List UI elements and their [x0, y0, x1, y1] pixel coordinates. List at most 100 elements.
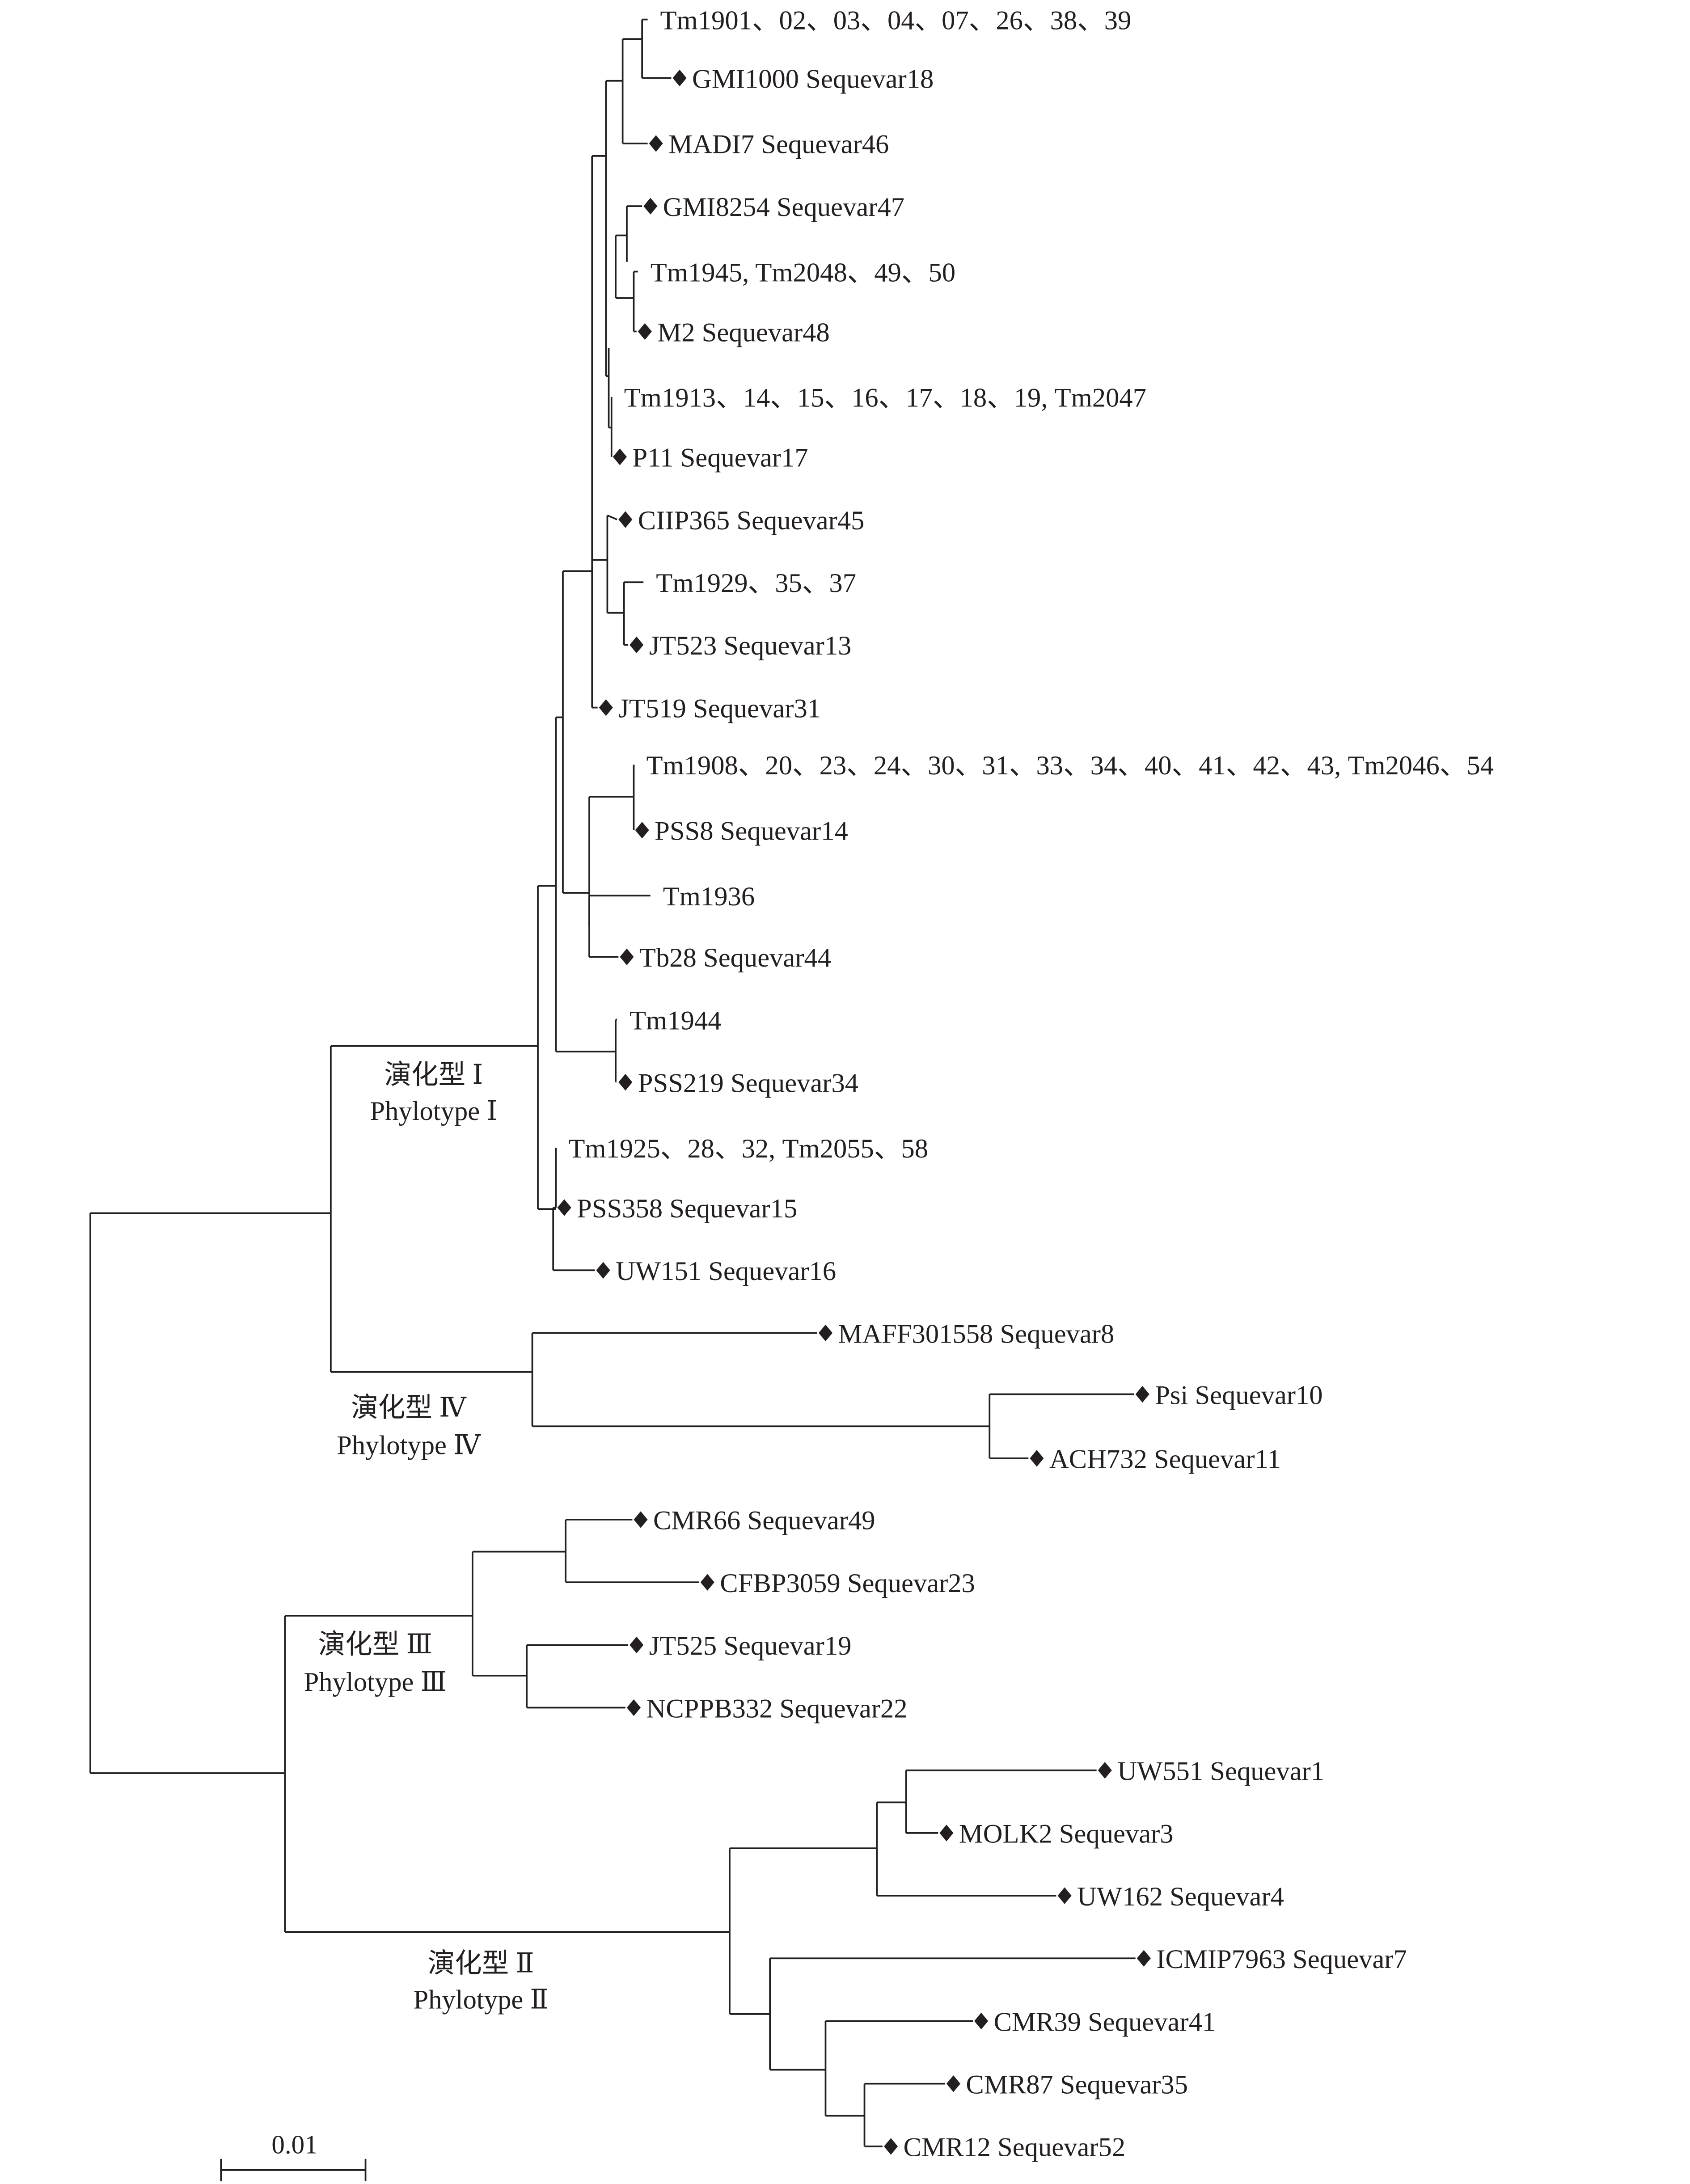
leaf-l13: Tm1908、20、23、24、30、31、33、34、40、41、42、43,… — [646, 751, 1494, 781]
leaf-label: CMR87 Sequevar35 — [966, 2070, 1188, 2100]
leaf-l20: PSS358 Sequevar15 — [557, 1194, 797, 1224]
leaf-l6: M2 Sequevar48 — [638, 317, 830, 347]
reference-strain-diamond-icon — [974, 2012, 989, 2030]
reference-strain-diamond-icon — [1030, 1450, 1044, 1467]
clade-labels: 演化型 Ⅰ Phylotype Ⅰ 演化型 Ⅳ Phylotype Ⅳ 演化型 … — [304, 1060, 549, 2015]
leaf-l9: CIIP365 Sequevar45 — [618, 506, 864, 536]
clade-label-phylotype-1-en: Phylotype Ⅰ — [370, 1096, 497, 1126]
leaf-label: Tm1936 — [663, 882, 755, 912]
leaf-l32: ICMIP7963 Sequevar7 — [1137, 1944, 1407, 1974]
leaf-l8: P11 Sequevar17 — [613, 443, 808, 473]
leaf-l28: NCPPB332 Sequevar22 — [626, 1694, 908, 1724]
tree-branch — [607, 514, 617, 520]
reference-strain-diamond-icon — [1137, 1950, 1151, 1967]
leaf-label: M2 Sequevar48 — [657, 317, 829, 347]
leaf-l27: JT525 Sequevar19 — [630, 1631, 851, 1661]
reference-strain-diamond-icon — [618, 511, 633, 528]
reference-strain-diamond-icon — [638, 323, 652, 340]
leaf-label: GMI8254 Sequevar47 — [663, 192, 904, 222]
reference-strain-diamond-icon — [596, 1262, 610, 1279]
leaf-l12: JT519 Sequevar31 — [599, 693, 821, 723]
clade-label-phylotype-2-zh: 演化型 Ⅱ — [427, 1948, 534, 1978]
leaf-l24: ACH732 Sequevar11 — [1030, 1445, 1281, 1474]
leaf-l4: GMI8254 Sequevar47 — [643, 192, 904, 222]
leaf-label: CMR66 Sequevar49 — [653, 1506, 875, 1536]
leaf-label: UW162 Sequevar4 — [1077, 1882, 1284, 1912]
leaf-label: P11 Sequevar17 — [632, 443, 808, 473]
leaf-l33: CMR39 Sequevar41 — [974, 2007, 1216, 2037]
leaf-l22: MAFF301558 Sequevar8 — [818, 1319, 1114, 1349]
leaf-l30: MOLK2 Sequevar3 — [939, 1819, 1174, 1849]
clade-label-phylotype-3-zh: 演化型 Ⅲ — [318, 1630, 432, 1660]
leaf-l16: Tb28 Sequevar44 — [620, 943, 831, 973]
leaf-label: Tm1944 — [630, 1005, 721, 1035]
leaf-l21: UW151 Sequevar16 — [596, 1256, 836, 1286]
scale-bar: 0.01 — [220, 2129, 367, 2181]
clade-label-phylotype-4-zh: 演化型 Ⅳ — [351, 1393, 467, 1423]
leaf-l14: PSS8 Sequevar14 — [635, 816, 848, 846]
leaf-label: MAFF301558 Sequevar8 — [838, 1319, 1114, 1349]
reference-strain-diamond-icon — [635, 822, 649, 839]
reference-strain-diamond-icon — [620, 948, 634, 965]
leaf-label: CIIP365 Sequevar45 — [638, 506, 865, 536]
reference-strain-diamond-icon — [634, 1511, 648, 1528]
reference-strain-diamond-icon — [599, 699, 613, 716]
leaf-label: PSS8 Sequevar14 — [655, 816, 848, 846]
reference-strain-diamond-icon — [1057, 1887, 1072, 1904]
reference-strain-diamond-icon — [630, 1636, 644, 1654]
reference-strain-diamond-icon — [939, 1825, 954, 1842]
leaf-l2: GMI1000 Sequevar18 — [672, 64, 934, 94]
leaf-label: Tm1929、35、37 — [656, 568, 856, 598]
leaf-l35: CMR12 Sequevar52 — [884, 2133, 1125, 2163]
leaf-l17: Tm1944 — [630, 1005, 721, 1035]
leaf-l18: PSS219 Sequevar34 — [618, 1068, 858, 1098]
leaf-l10: Tm1929、35、37 — [656, 568, 856, 598]
reference-strain-diamond-icon — [626, 1699, 641, 1716]
tree-branches — [89, 18, 1136, 2147]
reference-strain-diamond-icon — [557, 1199, 571, 1216]
reference-strain-diamond-icon — [1135, 1386, 1149, 1403]
leaf-label: MOLK2 Sequevar3 — [959, 1819, 1174, 1849]
leaf-l5: Tm1945, Tm2048、49、50 — [651, 258, 955, 287]
leaf-label: ICMIP7963 Sequevar7 — [1156, 1944, 1407, 1974]
leaf-label: NCPPB332 Sequevar22 — [646, 1694, 907, 1724]
leaf-l19: Tm1925、28、32, Tm2055、58 — [568, 1134, 928, 1164]
leaf-label: Tm1901、02、03、04、07、26、38、39 — [660, 5, 1132, 35]
reference-strain-diamond-icon — [630, 636, 644, 654]
leaf-label: JT525 Sequevar19 — [649, 1631, 852, 1661]
leaf-l34: CMR87 Sequevar35 — [946, 2070, 1188, 2100]
reference-strain-diamond-icon — [884, 2138, 898, 2155]
leaf-label: UW551 Sequevar1 — [1117, 1756, 1324, 1786]
leaf-label: CFBP3059 Sequevar23 — [720, 1568, 975, 1598]
reference-strain-diamond-icon — [1098, 1762, 1112, 1779]
reference-strain-diamond-icon — [946, 2075, 961, 2092]
leaf-label: PSS219 Sequevar34 — [638, 1068, 858, 1098]
leaf-label: UW151 Sequevar16 — [616, 1256, 836, 1286]
leaf-label: CMR39 Sequevar41 — [994, 2007, 1216, 2037]
leaf-label: CMR12 Sequevar52 — [904, 2133, 1126, 2163]
scale-bar-label: 0.01 — [271, 2129, 317, 2159]
leaf-l25: CMR66 Sequevar49 — [634, 1506, 875, 1536]
reference-strain-diamond-icon — [700, 1574, 714, 1591]
leaf-label: Psi Sequevar10 — [1155, 1380, 1322, 1410]
leaf-l26: CFBP3059 Sequevar23 — [700, 1568, 975, 1598]
clade-label-phylotype-2-en: Phylotype Ⅱ — [413, 1985, 548, 2015]
leaf-label: GMI1000 Sequevar18 — [692, 64, 934, 94]
leaf-l31: UW162 Sequevar4 — [1057, 1882, 1284, 1912]
leaf-l15: Tm1936 — [663, 882, 755, 912]
leaf-label: Tm1925、28、32, Tm2055、58 — [568, 1134, 928, 1164]
leaf-l3: MADI7 Sequevar46 — [649, 130, 889, 160]
leaf-label: Tm1913、14、15、16、17、18、19, Tm2047 — [624, 383, 1146, 413]
leaf-l29: UW551 Sequevar1 — [1098, 1756, 1324, 1787]
leaf-label: MADI7 Sequevar46 — [668, 130, 889, 160]
reference-strain-diamond-icon — [618, 1073, 633, 1091]
clade-label-phylotype-1-zh: 演化型 Ⅰ — [384, 1060, 483, 1090]
reference-strain-diamond-icon — [613, 448, 627, 465]
leaf-label: ACH732 Sequevar11 — [1049, 1445, 1281, 1474]
reference-strain-diamond-icon — [649, 135, 663, 152]
leaf-label: JT523 Sequevar13 — [649, 631, 852, 661]
reference-strain-diamond-icon — [672, 69, 687, 87]
leaf-label: PSS358 Sequevar15 — [577, 1194, 797, 1224]
